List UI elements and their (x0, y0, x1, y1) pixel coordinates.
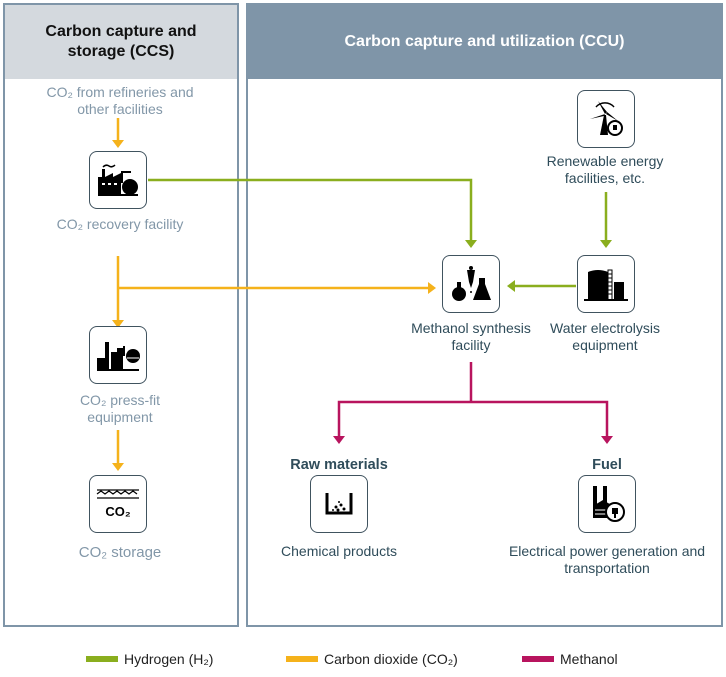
arrowhead (600, 240, 612, 248)
ccs-title-text: Carbon capture and storage (CCS) (45, 23, 197, 60)
legend-hydrogen: Hydrogen (H₂) (86, 651, 213, 667)
legend-hydrogen-label: Hydrogen (H₂) (124, 651, 214, 667)
wind-turbine-icon (590, 101, 623, 136)
ccu-title: Carbon capture and utilization (CCU) (248, 5, 721, 79)
arrowhead (507, 280, 515, 292)
legend-hydrogen-swatch (86, 656, 118, 662)
ccs-title: Carbon capture and storage (CCS) (5, 5, 237, 79)
chemical-products-label: Chemical products (281, 543, 397, 559)
h2-arrow-recovery-methanol (148, 178, 473, 240)
legend-methanol-swatch (522, 656, 554, 662)
raw-materials-heading: Raw materials (290, 457, 388, 473)
legend-methanol: Methanol (522, 651, 618, 667)
water-electrolysis-node[interactable] (577, 255, 635, 313)
power-generation-node[interactable] (578, 475, 636, 533)
co2-arrowheads (112, 140, 436, 471)
ccu-panel: Carbon capture and utilization (CCU) (246, 3, 723, 627)
co2-source-label: CO₂ from refineries and other facilities (46, 84, 194, 117)
co2-storage-node[interactable]: CO₂ (89, 475, 147, 533)
lab-flasks-icon (452, 266, 491, 301)
power-generation-label: Electrical power generation and transpor… (508, 543, 706, 576)
fuel-heading: Fuel (592, 457, 622, 473)
methanol-branches (337, 400, 609, 436)
methanol-synthesis-label: Methanol synthesis facility (411, 320, 531, 353)
arrowhead (465, 240, 477, 248)
legend-co2: Carbon dioxide (CO₂) (286, 651, 458, 667)
industrial-plant-icon (97, 342, 140, 371)
arrowhead (112, 140, 124, 148)
factory-icon (98, 164, 138, 196)
arrowhead (112, 320, 124, 328)
arrowhead (333, 436, 345, 444)
renewable-energy-label: Renewable energy facilities, etc. (546, 153, 664, 186)
co2-flows (116, 118, 428, 465)
hydrogen-arrowheads (465, 240, 612, 292)
hydrogen-flows (148, 178, 608, 288)
co2-storage-label: CO₂ storage (78, 544, 162, 561)
co2-recovery-facility-node[interactable] (89, 151, 147, 209)
co2-recovery-label: CO₂ recovery facility (56, 216, 184, 232)
renewable-energy-node[interactable] (577, 90, 635, 148)
co2-pressfit-label: CO₂ press-fit equipment (79, 392, 161, 425)
arrowhead (601, 436, 613, 444)
methanol-synthesis-node[interactable] (442, 255, 500, 313)
co2-pressfit-equipment-node[interactable] (89, 326, 147, 384)
chemical-products-node[interactable] (310, 475, 368, 533)
methanol-arrowheads (333, 436, 613, 444)
storage-icon-text: CO₂ (105, 504, 131, 519)
legend-co2-label: Carbon dioxide (CO₂) (324, 651, 458, 667)
arrowhead (112, 463, 124, 471)
legend-methanol-label: Methanol (560, 651, 618, 667)
underground-storage-icon: CO₂ (96, 489, 139, 519)
power-plant-plug-icon (593, 486, 625, 522)
arrowhead (428, 282, 436, 294)
methanol-flows (337, 362, 609, 436)
beaker-icon (325, 493, 353, 515)
electrolysis-plant-icon (584, 269, 628, 301)
water-electrolysis-label: Water electrolysis equipment (550, 320, 660, 353)
legend-co2-swatch (286, 656, 318, 662)
